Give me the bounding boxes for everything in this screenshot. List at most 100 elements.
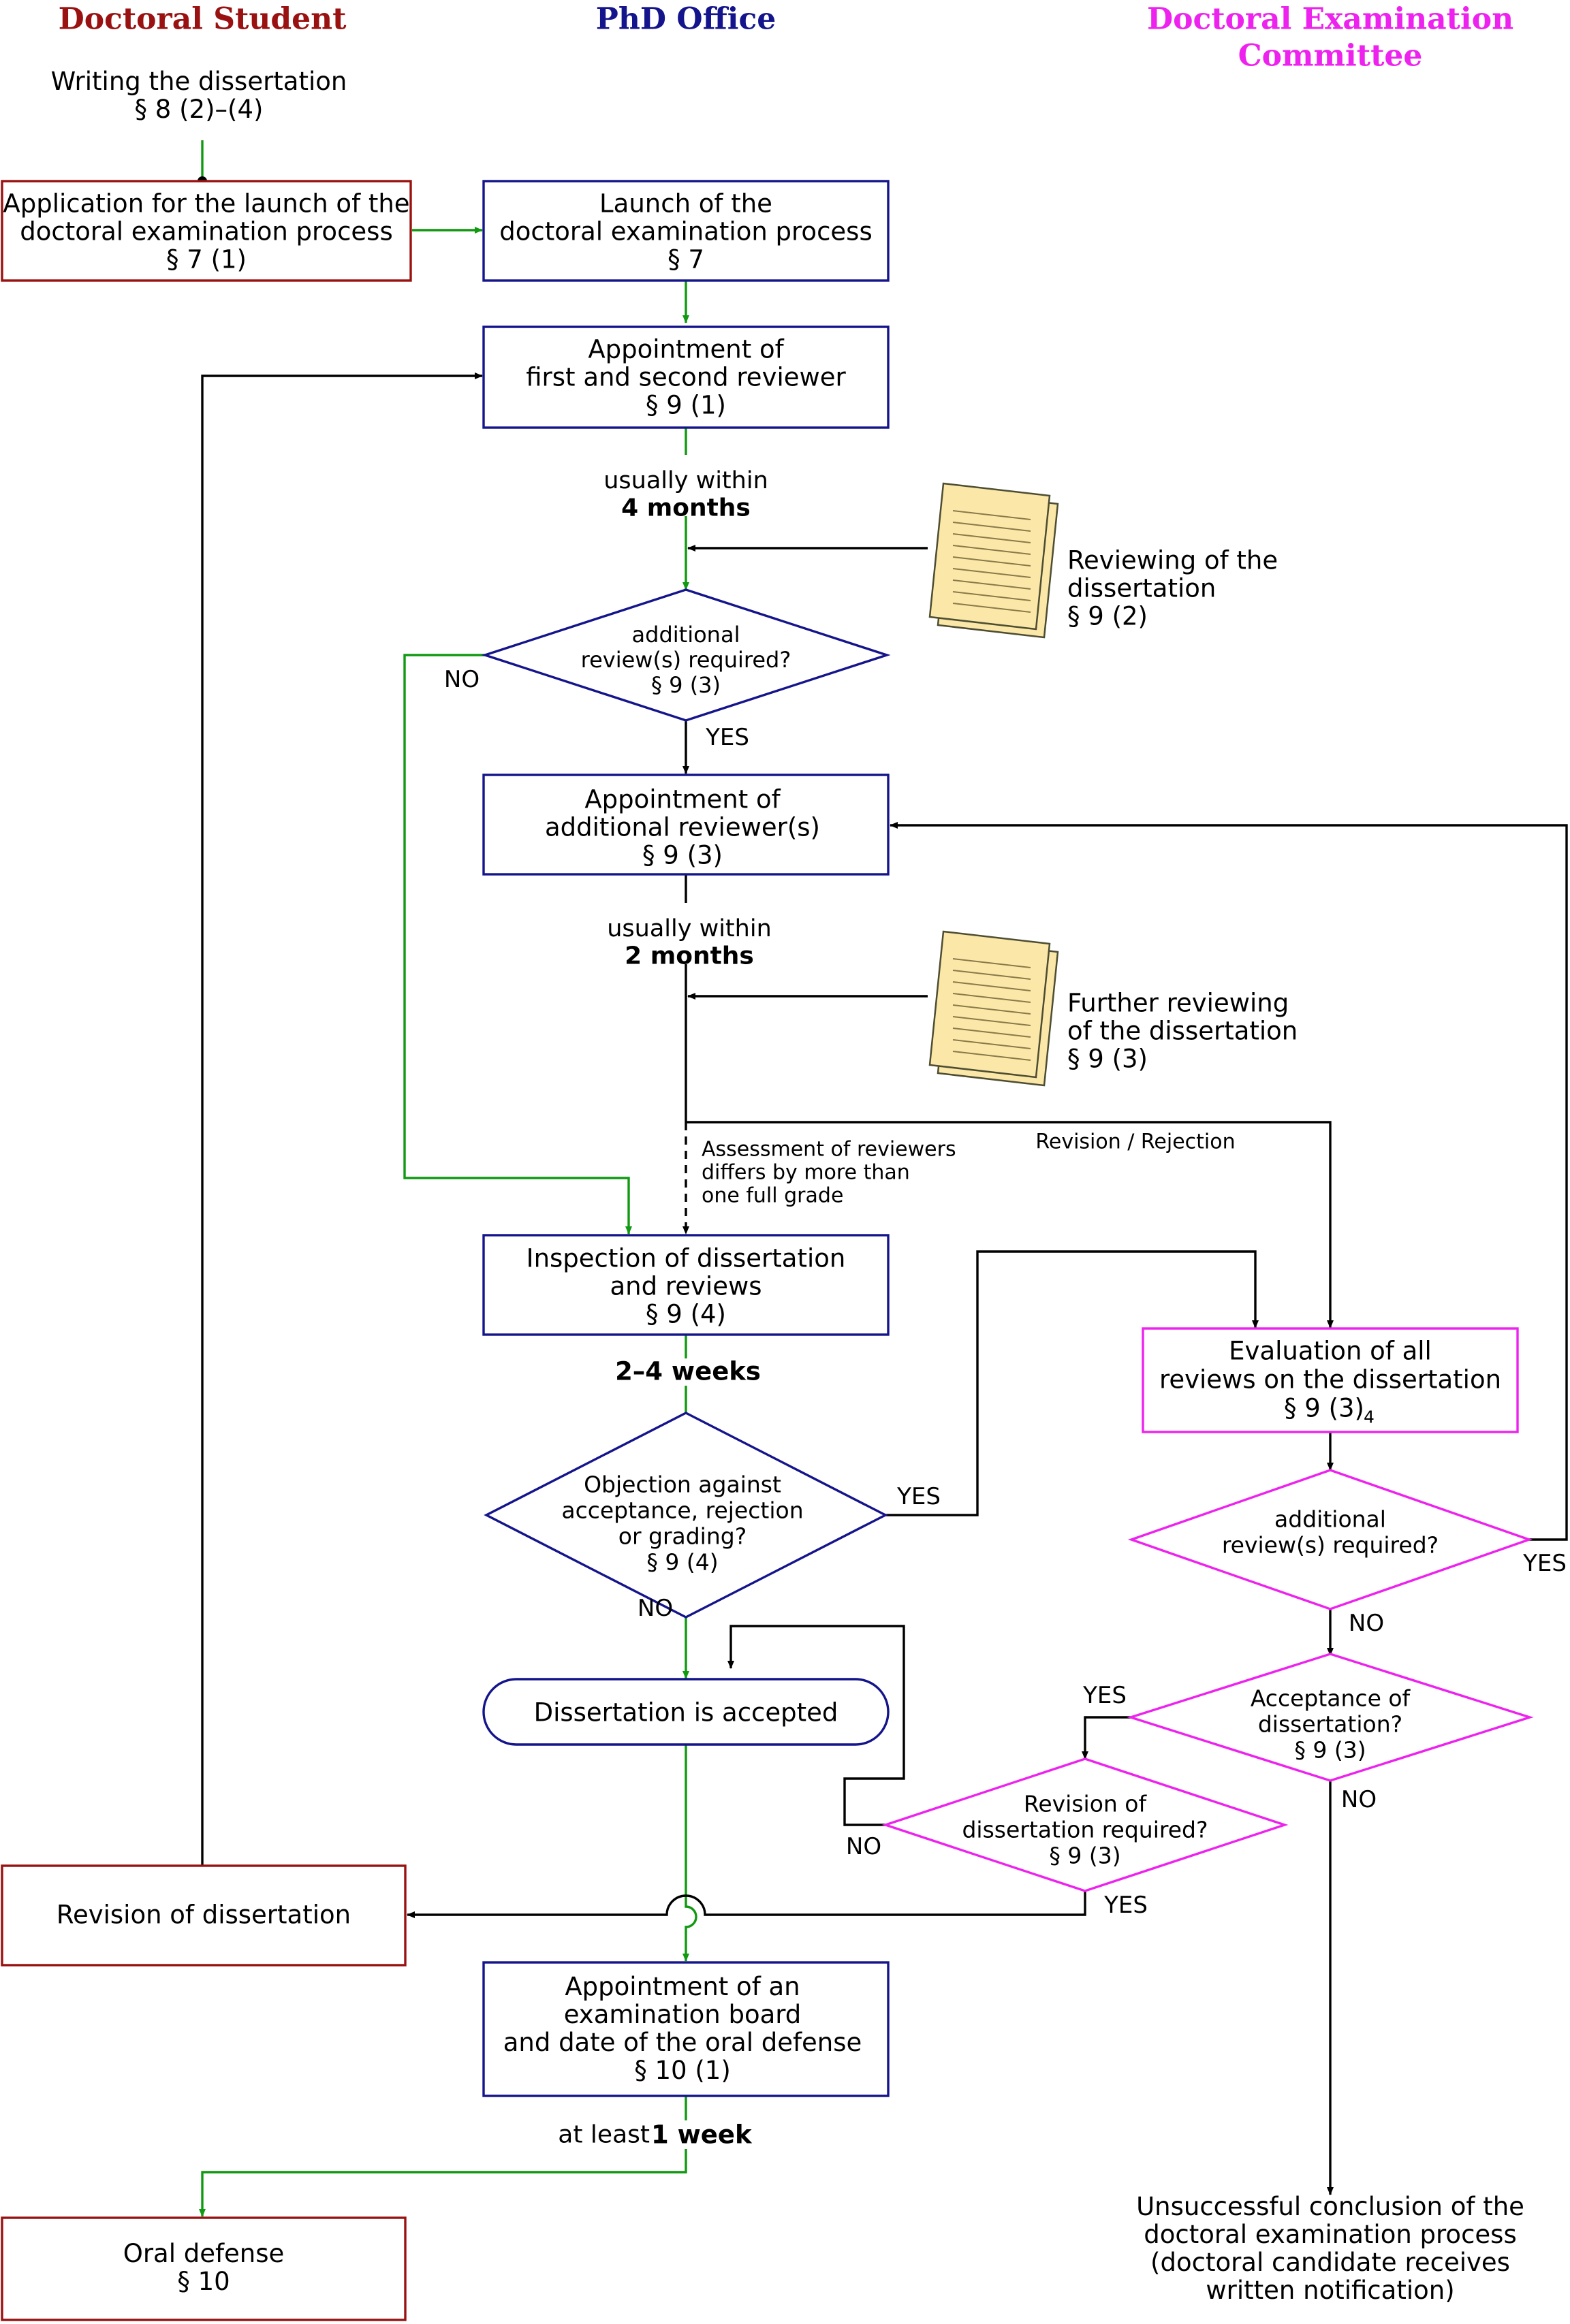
evaluation-subscript: 4 — [1364, 1407, 1375, 1427]
further-reviewing-text-line-2: of the dissertation — [1067, 1017, 1298, 1046]
node-layer — [1, 180, 1534, 2321]
decision-objection-text-line-1: Objection against — [584, 1471, 781, 1498]
label-no-objection: NO — [638, 1595, 673, 1622]
edge-objection-yes — [885, 1250, 1259, 1516]
label-yes-revision-required: YES — [1103, 1892, 1148, 1919]
edge-wait4-to-oral — [199, 2149, 687, 2217]
application-box[interactable] — [1, 180, 412, 282]
label-no-committee-additional: NO — [1349, 1610, 1384, 1637]
inspection-text-line-3: § 9 (4) — [646, 1300, 726, 1329]
evaluation-box[interactable] — [1142, 1327, 1519, 1433]
decision-revision-required-text-line-2: dissertation required? — [962, 1817, 1208, 1843]
launch-box[interactable] — [482, 180, 890, 282]
oral-defense-text-line-1: Oral defense — [123, 2239, 285, 2268]
appoint-additional-box[interactable] — [482, 774, 890, 876]
further-reviewing-paper-icon — [928, 930, 1059, 1087]
wait2-line-2: 2 months — [625, 942, 754, 970]
reviewing-paper-icon — [928, 482, 1059, 639]
evaluation-line-3: § 9 (3) — [1284, 1394, 1364, 1423]
decision-committee-additional[interactable] — [1127, 1469, 1533, 1610]
edge-revision-required-no — [727, 1625, 905, 1826]
wait4-prefix: at least — [558, 2121, 650, 2149]
appoint-additional-text-line-3: § 9 (3) — [642, 841, 723, 870]
further-reviewing-text-line-1: Further reviewing — [1067, 989, 1289, 1018]
inspection-box[interactable] — [482, 1234, 890, 1336]
label-yes-acceptance: YES — [1082, 1682, 1127, 1709]
appoint-reviewers-text-line-1: Appointment of — [588, 335, 784, 364]
launch-text-line-1: Launch of the — [599, 189, 772, 219]
writing-text-line-1: Writing the dissertation — [51, 67, 347, 96]
decision-revision-required-text-line-1: Revision of — [1024, 1791, 1148, 1817]
appoint-reviewers-text-line-3: § 9 (1) — [646, 391, 726, 420]
reviewing-text-line-1: Reviewing of the — [1067, 546, 1278, 575]
header-student: Doctoral Student — [59, 2, 347, 37]
accepted-text: Dissertation is accepted — [534, 1698, 838, 1728]
edge-decision1-no — [403, 654, 632, 1235]
launch-text-line-2: doctoral examination process — [499, 217, 872, 246]
decision-additional-text-line-3: § 9 (3) — [651, 672, 721, 698]
edge-accepted-to-board — [682, 1745, 697, 1962]
appoint-reviewers-box[interactable] — [482, 325, 890, 429]
appoint-additional-text-line-1: Appointment of — [584, 785, 781, 814]
appoint-reviewers-text-line-2: first and second reviewer — [526, 363, 846, 392]
decision-additional-review[interactable] — [481, 588, 891, 722]
revision-text: Revision of dissertation — [57, 1900, 351, 1930]
edge-revision-required-yes — [407, 1891, 1086, 1918]
decision-acceptance-text-line-1: Acceptance of — [1251, 1685, 1411, 1712]
wait2-line-1: usually within — [607, 915, 772, 942]
evaluation-line-2: reviews on the dissertation — [1159, 1365, 1501, 1395]
label-no-acceptance: NO — [1341, 1786, 1377, 1813]
oral-defense-text-line-2: § 10 — [177, 2267, 230, 2296]
appoint-board-box[interactable] — [482, 1961, 890, 2097]
assessment-note-text-line-1: Assessment of reviewers — [702, 1138, 956, 1162]
wait4-bold: 1 week — [651, 2120, 753, 2150]
reviewing-text-line-2: dissertation — [1067, 574, 1216, 603]
edge-decision-additional-yes — [890, 822, 1568, 1541]
decision-acceptance-text-line-3: § 9 (3) — [1294, 1737, 1366, 1764]
connector-layer — [198, 140, 1568, 2217]
label-no-decision1: NO — [444, 666, 480, 693]
decision-objection-text-line-2: acceptance, rejection — [561, 1497, 803, 1524]
appoint-board-text-line-3: and date of the oral defense — [503, 2028, 862, 2057]
reviewing-text-line-3: § 9 (2) — [1067, 602, 1148, 631]
application-text-line-3: § 7 (1) — [166, 245, 247, 274]
wait3-text: 2–4 weeks — [615, 1357, 761, 1386]
revision-box[interactable] — [1, 1864, 407, 1967]
further-reviewing-text-line-3: § 9 (3) — [1067, 1045, 1148, 1074]
header-committee-line-2: Committee — [1238, 39, 1423, 74]
unsuccessful-text-line-2: doctoral examination process — [1144, 2220, 1516, 2249]
decision-objection-text-line-4: § 9 (4) — [646, 1549, 718, 1576]
decision-revision-required-text-line-3: § 9 (3) — [1049, 1843, 1120, 1869]
wait1-line-2: 4 months — [621, 494, 751, 522]
appoint-additional-text-line-2: additional reviewer(s) — [545, 813, 820, 842]
decision-additional-text-line-1: additional — [632, 622, 740, 648]
unsuccessful-text-line-3: (doctoral candidate receives — [1150, 2248, 1510, 2277]
assessment-note-text-line-2: differs by more than — [702, 1161, 910, 1185]
label-yes-committee-additional: YES — [1522, 1550, 1567, 1577]
application-text-line-1: Application for the launch of the — [3, 189, 409, 219]
edge-revision-rejection — [686, 1121, 1334, 1328]
application-text-line-2: doctoral examination process — [20, 217, 392, 246]
decision-acceptance-text-line-2: dissertation? — [1258, 1711, 1402, 1738]
label-no-revision-required: NO — [846, 1833, 881, 1860]
assessment-note-text-line-3: one full grade — [702, 1184, 843, 1208]
accepted-box[interactable] — [482, 1678, 890, 1746]
label-yes-decision1: YES — [705, 724, 749, 751]
decision-revision-required[interactable] — [881, 1757, 1289, 1892]
evaluation-line-1: Evaluation of all — [1229, 1337, 1432, 1366]
oral-defense-box[interactable] — [1, 2216, 407, 2321]
decision-additional-text-line-2: review(s) required? — [581, 647, 791, 673]
decision-committee-additional-text-line-1: additional — [1274, 1506, 1386, 1533]
wait1-line-1: usually within — [603, 467, 768, 494]
decision-acceptance[interactable] — [1127, 1653, 1534, 1782]
appoint-board-text-line-2: examination board — [564, 2000, 802, 2029]
unsuccessful-text-line-1: Unsuccessful conclusion of the — [1136, 2192, 1524, 2221]
appoint-board-text-line-1: Appointment of an — [565, 1972, 800, 2001]
label-yes-objection: YES — [896, 1483, 941, 1510]
decision-objection[interactable] — [484, 1412, 888, 1619]
inspection-text-line-2: and reviews — [610, 1272, 762, 1301]
writing-text-line-2: § 8 (2)–(4) — [135, 95, 264, 124]
header-committee-line-1: Doctoral Examination — [1147, 2, 1513, 37]
